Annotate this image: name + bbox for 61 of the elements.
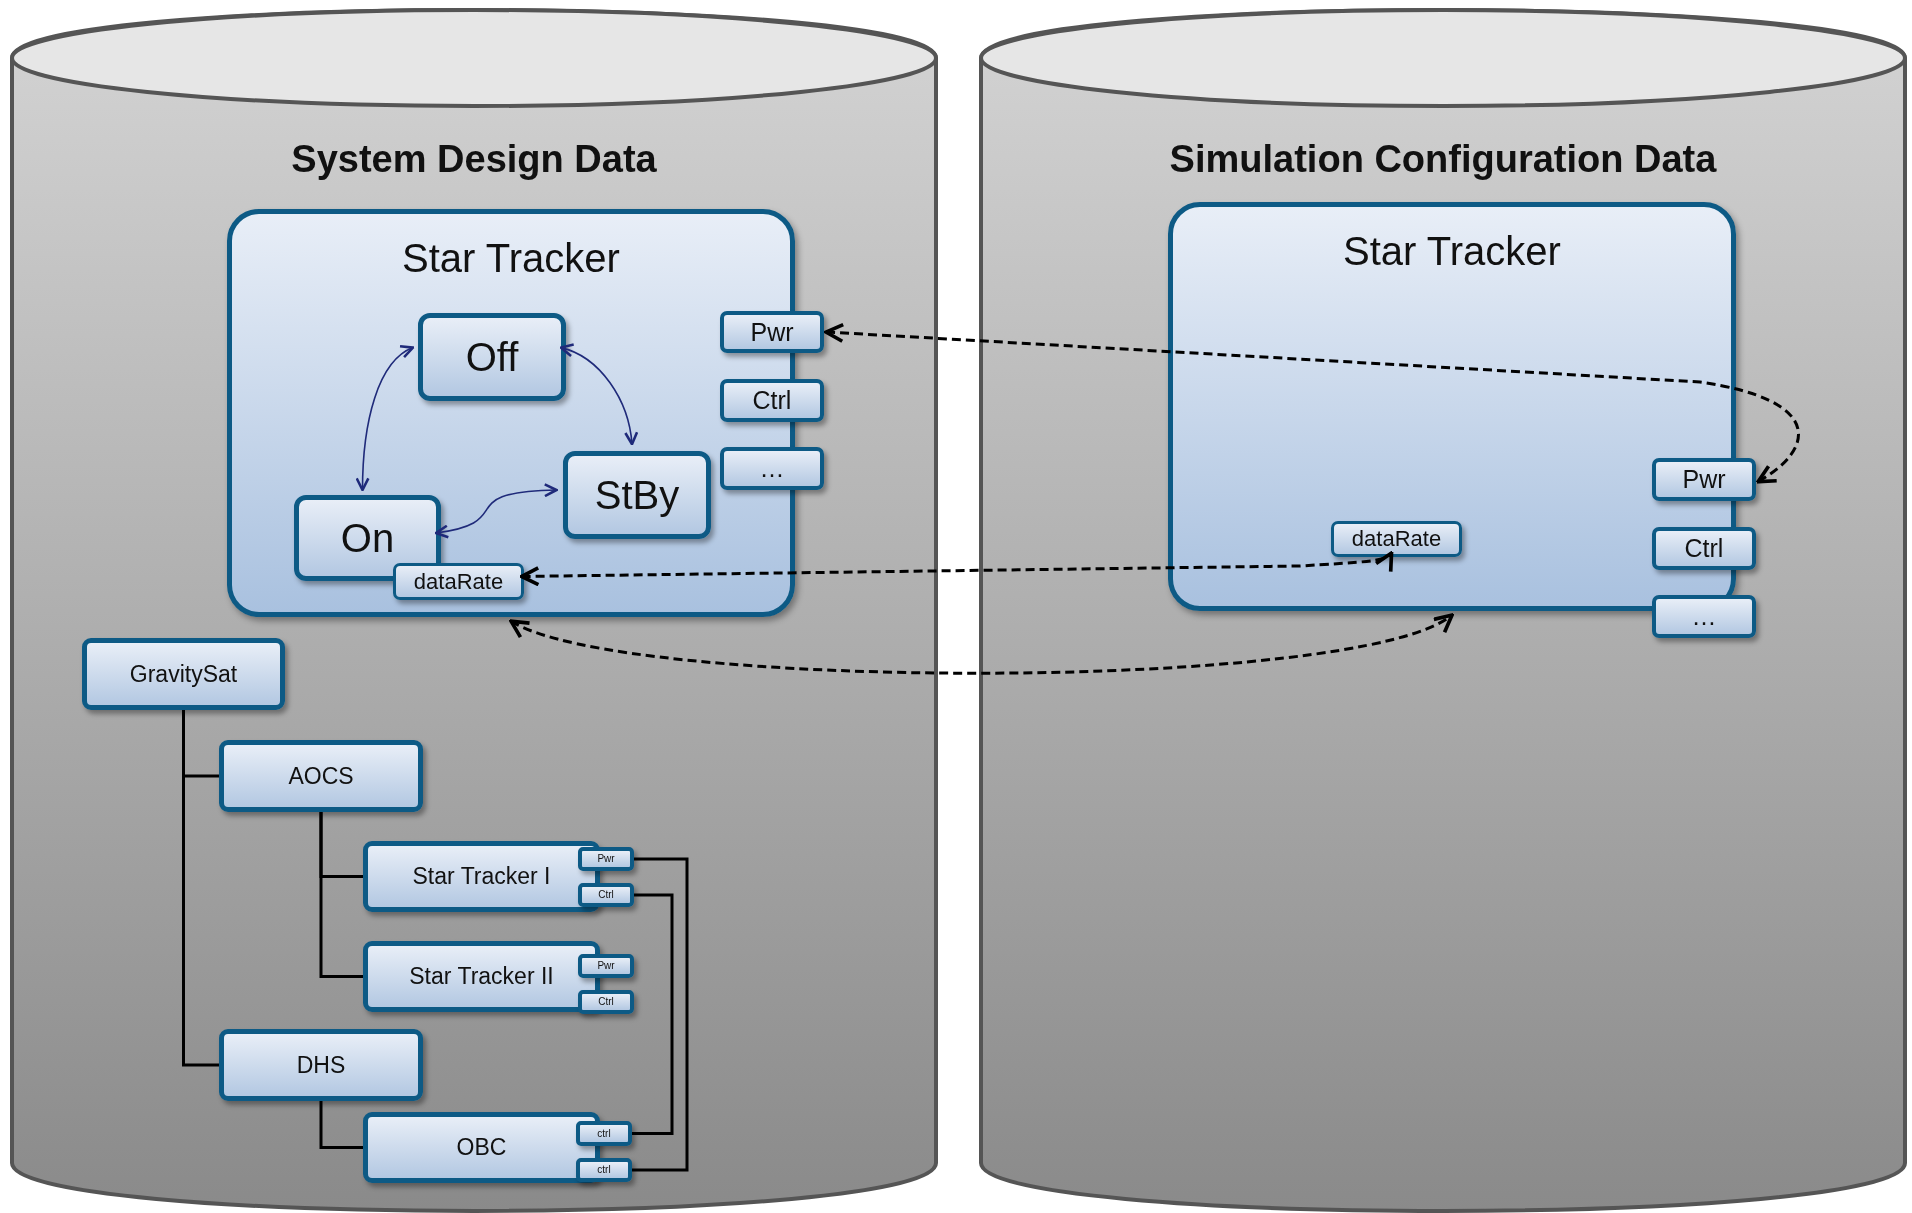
port-box [1331, 521, 1462, 557]
port-label: dataRate [1351, 526, 1442, 552]
component-box [227, 209, 795, 617]
port-box [576, 1158, 632, 1182]
state-box [418, 313, 566, 401]
component-box [1168, 202, 1736, 611]
arrow [559, 344, 638, 446]
tree-node-box [363, 941, 600, 1012]
tree-node-box [219, 740, 423, 812]
port-box [576, 1121, 632, 1146]
state-label: Off [465, 334, 519, 380]
port-label: Ctrl [1684, 534, 1724, 563]
port-label: Ctrl [598, 890, 614, 900]
port-box [720, 379, 824, 422]
port-box [578, 847, 634, 871]
cylinder-heading: System Design Data [290, 138, 658, 181]
dashed-arrow [824, 322, 1800, 484]
connector-line [632, 893, 674, 1135]
tree-node-label: DHS [296, 1051, 346, 1079]
port-label: Ctrl [752, 386, 792, 415]
tree-node-label: AOCS [288, 762, 354, 790]
port-label: Pwr [597, 961, 615, 971]
port-box [720, 447, 824, 490]
tree-node-box [219, 1029, 423, 1101]
port-label: Ctrl [598, 997, 614, 1007]
cylinder-heading: Simulation Configuration Data [1168, 138, 1718, 181]
port-label: dataRate [413, 568, 504, 595]
port-box [1652, 458, 1756, 501]
connector-line [632, 857, 689, 1172]
port-box [393, 563, 524, 600]
tree-node-box [363, 841, 600, 912]
connector-line [319, 1101, 363, 1149]
port-label: Pwr [597, 854, 615, 864]
port-box [578, 990, 634, 1014]
dashed-arrow [519, 551, 1394, 587]
dashed-arrow [509, 613, 1454, 675]
arrow [434, 483, 558, 539]
port-label: … [1691, 602, 1717, 631]
tree-node-label: Star Tracker II [409, 963, 554, 990]
tree-node-label: Star Tracker I [412, 863, 551, 890]
component-title: Star Tracker [1342, 229, 1562, 274]
port-box [578, 883, 634, 907]
component-title: Star Tracker [401, 236, 621, 281]
port-label: … [759, 454, 785, 483]
state-label: StBy [594, 472, 680, 518]
arrow [355, 346, 415, 492]
tree-node-label: OBC [456, 1134, 507, 1161]
connector-line [319, 812, 363, 978]
connector-line [182, 710, 219, 1067]
port-label: ctrl [597, 1165, 611, 1175]
state-label: On [340, 515, 395, 561]
port-box [720, 311, 824, 353]
port-label: ctrl [597, 1128, 611, 1139]
port-label: Pwr [1682, 465, 1726, 494]
tree-node-label: GravitySat [129, 660, 238, 688]
port-box [1652, 527, 1756, 570]
state-box [563, 451, 711, 539]
port-box [578, 954, 634, 978]
port-box [1652, 595, 1756, 638]
port-label: Pwr [750, 317, 794, 347]
tree-node-box [82, 638, 285, 710]
